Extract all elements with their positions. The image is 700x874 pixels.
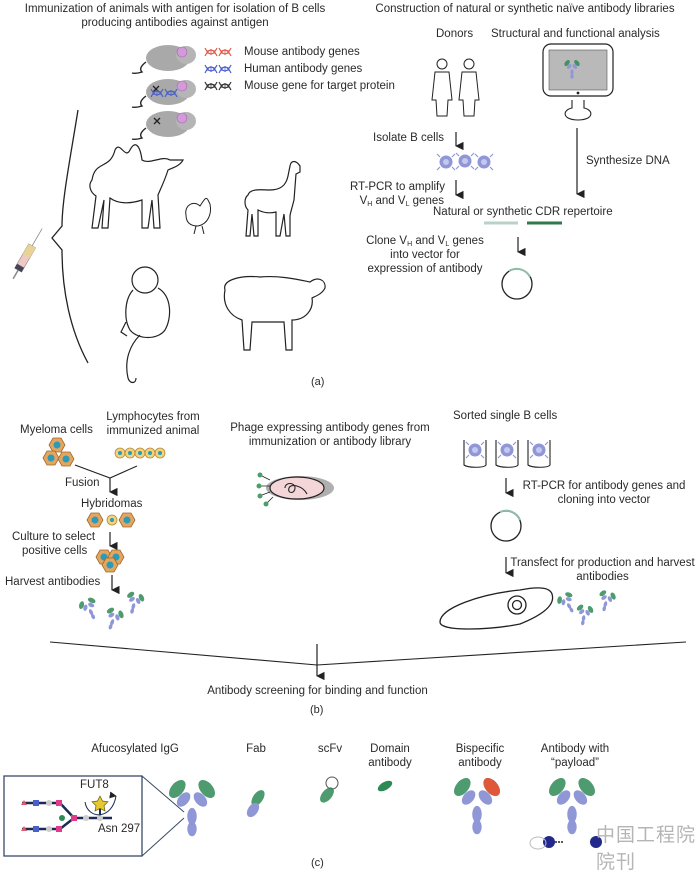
brace	[51, 109, 89, 364]
synthesize-dna-label: Synthesize DNA	[586, 155, 670, 167]
lymphocytes-label-line2: immunized animal	[106, 425, 200, 437]
harvest-label: Harvest antibodies	[5, 576, 101, 588]
text-genes: genes	[409, 195, 444, 207]
format-label-bispecific-line1: Bispecific	[455, 743, 505, 755]
producer-cell-icon	[439, 587, 554, 630]
scfv-icon	[320, 776, 339, 803]
format-label-fab: Fab	[246, 743, 266, 755]
hybridomas-label: Hybridomas	[81, 498, 143, 510]
sorted-b-cells-label: Sorted single B cells	[453, 410, 558, 422]
glycan-inset	[3, 775, 185, 857]
isolate-b-cells-label: Isolate B cells	[373, 132, 444, 144]
cdr-repertoire-label: Natural or synthetic CDR repertoire	[433, 206, 613, 218]
phage-label-line2: immunization or antibody library	[248, 436, 412, 448]
mouse-knockout	[131, 110, 197, 141]
monkey-icon	[120, 266, 171, 384]
dna-icon-target	[204, 81, 232, 91]
dna-icon-human	[204, 64, 232, 74]
lymphocytes-label-line1: Lymphocytes from	[106, 411, 200, 423]
harvested-antibodies	[75, 589, 147, 633]
chicken-icon	[185, 197, 211, 235]
subscript-h: H	[407, 241, 413, 248]
fab-icon	[246, 790, 265, 818]
culture-label-line1: Culture to select	[12, 531, 96, 543]
clone-label-line2: into vector for	[390, 249, 460, 261]
legend-mouse-target-gene: Mouse gene for target protein	[244, 80, 395, 92]
immunization-title-line2: producing antibodies against antigen	[81, 17, 269, 29]
fusion-label: Fusion	[65, 477, 100, 489]
format-label-scfv: scFv	[317, 743, 343, 755]
wechat-logo-icon	[529, 836, 547, 850]
text-clone-v: Clone V	[366, 235, 408, 247]
clone-label-line3: expression of antibody	[367, 263, 483, 275]
panel-c-label: (c)	[311, 857, 324, 869]
syringe-icon	[12, 228, 43, 280]
b-cells	[436, 152, 494, 171]
positive-cells	[95, 549, 125, 573]
transfect-label-line1: Transfect for production and harvest	[510, 557, 695, 569]
sorted-b-cell	[497, 441, 517, 459]
lymphocytes	[114, 447, 166, 459]
rtpcr-b-label-line2: cloning into vector	[557, 494, 651, 506]
culture-label-line2: positive cells	[22, 545, 88, 557]
structural-analysis-label: Structural and functional analysis	[491, 28, 660, 40]
computer-monitor-icon	[542, 43, 614, 121]
mouse-transgenic	[131, 78, 197, 109]
phage-icon	[256, 472, 334, 507]
camel-icon	[89, 144, 184, 229]
donors-label: Donors	[436, 28, 474, 40]
text-v: V	[359, 195, 368, 207]
sorted-b-cell	[529, 441, 549, 459]
clone-label-line1: Clone VH and VL genes	[355, 234, 495, 252]
text-genes: genes	[449, 235, 484, 247]
vector-plasmid-icon	[501, 267, 533, 300]
immunization-title-line1: Immunization of animals with antigen for…	[24, 3, 326, 15]
dna-icon-mouse	[204, 47, 232, 57]
phage-label-line1: Phage expressing antibody genes from	[230, 422, 430, 434]
bispecific-antibody-icon	[450, 774, 504, 835]
asn297-label: Asn 297	[98, 823, 141, 835]
donors-icon	[431, 58, 480, 117]
myeloma-cells	[42, 437, 75, 467]
text-and-v: and V	[412, 235, 446, 247]
subscript-h: H	[367, 201, 373, 208]
text-and-v: and V	[372, 195, 406, 207]
secreted-antibodies	[553, 587, 619, 628]
format-label-afucosylated-igg: Afucosylated IgG	[91, 743, 179, 755]
format-label-bispecific-line2: antibody	[458, 757, 502, 769]
legend-human-antibody-genes: Human antibody genes	[244, 63, 363, 75]
transfect-label-line2: antibodies	[576, 571, 629, 583]
rtpcr-label-line1: RT-PCR to amplify	[350, 181, 446, 193]
fut8-label: FUT8	[80, 779, 109, 791]
format-label-payload-line2: “payload”	[551, 757, 599, 769]
myeloma-label: Myeloma cells	[20, 424, 93, 436]
format-label-domain-line1: Domain	[370, 743, 410, 755]
format-label-payload-line1: Antibody with	[540, 743, 610, 755]
fucose-star-icon	[91, 795, 109, 812]
format-label-domain-line2: antibody	[368, 757, 412, 769]
panel-a-label: (a)	[311, 376, 325, 388]
sorted-b-cell	[465, 441, 485, 459]
subscript-l: L	[445, 241, 450, 248]
payload-antibody-icon	[545, 774, 599, 835]
payload-icon	[543, 836, 602, 848]
subscript-l: L	[405, 201, 410, 208]
sheep-icon	[223, 275, 326, 351]
mouse-wildtype	[131, 44, 197, 75]
convergence-lines	[49, 641, 687, 666]
domain-antibody-icon	[377, 780, 393, 792]
llama-icon	[244, 160, 301, 237]
vector-plasmid-b	[490, 509, 522, 542]
panel-b-label: (b)	[310, 704, 324, 716]
hybridoma-cells	[86, 512, 136, 528]
rtpcr-b-label-line1: RT-PCR for antibody genes and	[522, 480, 686, 492]
rtpcr-label-line2: VH and VL genes	[350, 194, 444, 212]
watermark: 中国工程院院刊	[596, 824, 697, 873]
legend-mouse-antibody-genes: Mouse antibody genes	[244, 46, 360, 58]
libraries-title: Construction of natural or synthetic naï…	[375, 3, 675, 15]
single-b-cell-wells	[463, 440, 551, 468]
screening-label: Antibody screening for binding and funct…	[207, 685, 428, 697]
